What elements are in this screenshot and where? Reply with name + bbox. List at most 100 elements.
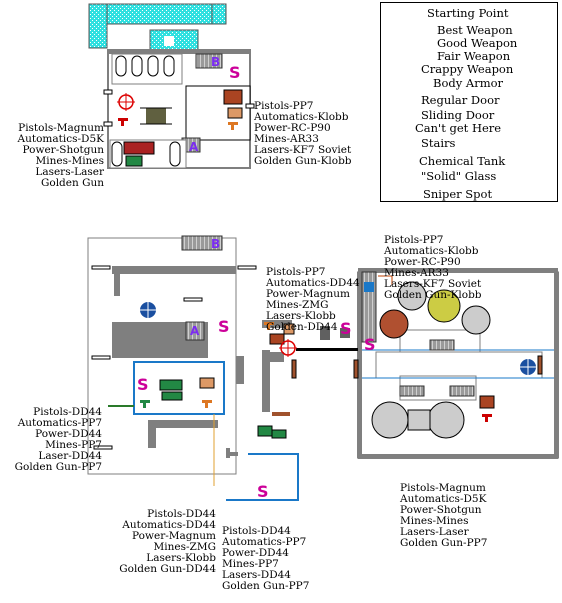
regular-door [537, 355, 543, 375]
loadout-line: Golden Gun-PP7 [400, 537, 488, 549]
loadout-line: Power-RC-P90 [254, 122, 331, 134]
loadout-line: Lasers-Laser [400, 526, 469, 538]
loadout-line: Pistols-Magnum [18, 122, 104, 134]
regular-door [353, 359, 359, 379]
best-weapon-crate [123, 141, 155, 155]
start-marker: S [137, 375, 149, 394]
legend-solid-glass: "Solid" Glass [421, 169, 497, 183]
stairs [185, 321, 205, 341]
legend-stairs: Stairs [421, 136, 456, 150]
loadout-line: Mines-AR33 [384, 267, 449, 279]
chemical-tank [427, 289, 461, 323]
start-marker: S [218, 317, 230, 336]
regular-door [245, 103, 255, 109]
loadout-line: Golden Gun-Klobb [384, 289, 482, 301]
stairs-a-label: A [190, 324, 200, 338]
chemical-tank [379, 309, 409, 339]
start-marker: S [364, 335, 376, 354]
loadout-line: Pistols-PP7 [384, 234, 444, 246]
crappy-weapon-icon [140, 400, 150, 408]
regular-door [103, 121, 113, 127]
loadout-line: Lasers-Laser [35, 166, 104, 178]
level-map: S S S S S S S B A B A [87, 3, 559, 501]
start-marker: S [257, 482, 269, 501]
start-marker: S [229, 63, 241, 82]
chemical-tank [371, 401, 409, 439]
loadout-line: Golden Gun [40, 177, 104, 189]
fair-weapon-icon [202, 400, 212, 408]
legend-fair-weapon: Fair Weapon [437, 49, 511, 63]
loadout-line: Power-Magnum [266, 288, 350, 300]
loadout-line: Pistols-DD44 [222, 525, 291, 537]
loadout-line: Power-Shotgun [22, 144, 104, 156]
legend-sliding-door: Sliding Door [421, 108, 495, 122]
crappy-weapon-crate [125, 155, 143, 167]
loadout-line: Lasers-DD44 [222, 569, 291, 581]
regular-door [103, 89, 113, 95]
chemical-tank [397, 281, 427, 311]
best-weapon-icon [118, 118, 128, 126]
lower-floor [87, 235, 559, 501]
legend-best-weapon: Best Weapon [437, 23, 513, 37]
loadout-line: Automatics-D5K [400, 493, 487, 505]
wall [148, 420, 218, 448]
loadout-line: Automatics-Klobb [384, 245, 479, 257]
loadout-line: Mines-PP7 [222, 558, 279, 570]
loadout-line: Automatics-DD44 [266, 277, 360, 289]
loadout-line: Mines-Mines [400, 515, 469, 527]
loadout-line: Pistols-PP7 [254, 100, 314, 112]
loadout-line: Power-Magnum [132, 530, 216, 542]
loadout-line: Golden Gun-PP7 [222, 580, 310, 592]
loadout-line: Mines-ZMG [266, 299, 329, 311]
loadout-line: Mines-AR33 [254, 133, 319, 145]
loadout-line: Pistols-DD44 [147, 508, 216, 520]
stairs-b-label: B [211, 55, 220, 69]
restricted-area [88, 3, 108, 49]
fair-weapon-icon [228, 122, 238, 130]
regular-door [291, 359, 297, 379]
loadout-line: Mines-PP7 [45, 439, 102, 451]
legend-regular-door: Regular Door [421, 93, 500, 107]
loadout-line: Pistols-PP7 [266, 266, 326, 278]
restricted-area [88, 3, 226, 25]
loadout-line: Golden Gun-Klobb [254, 155, 352, 167]
stairs [195, 53, 223, 69]
stairs-a-label: A [189, 140, 199, 154]
legend-good-weapon: Good Weapon [437, 36, 518, 50]
loadout-line: Automatics-D5K [17, 133, 104, 145]
loadout-line: Golden Gun-DD44 [119, 563, 216, 575]
legend: Starting Point Best Weapon Good Weapon F… [380, 2, 558, 202]
loadout-line: Golden Gun-PP7 [14, 461, 102, 473]
loadout-line: Automatics-PP7 [17, 417, 102, 429]
body-armor-icon [520, 359, 536, 375]
legend-starting-point: Starting Point [427, 6, 509, 20]
legend-body-armor: Body Armor [433, 76, 504, 90]
glass-wall [226, 453, 299, 501]
loadout-line: Pistols-DD44 [33, 406, 102, 418]
loadout-line: Laser-DD44 [38, 450, 102, 462]
loadout-line: Lasers-Klobb [266, 310, 336, 322]
loadout-line: Power-DD44 [222, 547, 289, 559]
stairs [181, 235, 223, 251]
stair-markers: B A B A [189, 55, 220, 338]
loadout-line: Golden-DD44 [266, 321, 338, 333]
loadout-line: Power-Shotgun [400, 504, 482, 516]
start-marker: S [340, 319, 352, 338]
sliding-door [272, 412, 290, 416]
loadout-line: Lasers-KF7 Soviet [384, 278, 482, 290]
upper-floor [88, 3, 255, 169]
loadout-line: Lasers-KF7 Soviet [254, 144, 352, 156]
legend-sniper-spot: Sniper Spot [423, 187, 493, 201]
loadout-line: Power-DD44 [35, 428, 102, 440]
stairs-b-label: B [211, 237, 220, 251]
chemical-tank [427, 401, 465, 439]
loadout-line: Pistols-Magnum [400, 482, 486, 494]
legend-cant-get-here: Can't get Here [415, 121, 502, 135]
loadout-line: Mines-ZMG [153, 541, 216, 553]
